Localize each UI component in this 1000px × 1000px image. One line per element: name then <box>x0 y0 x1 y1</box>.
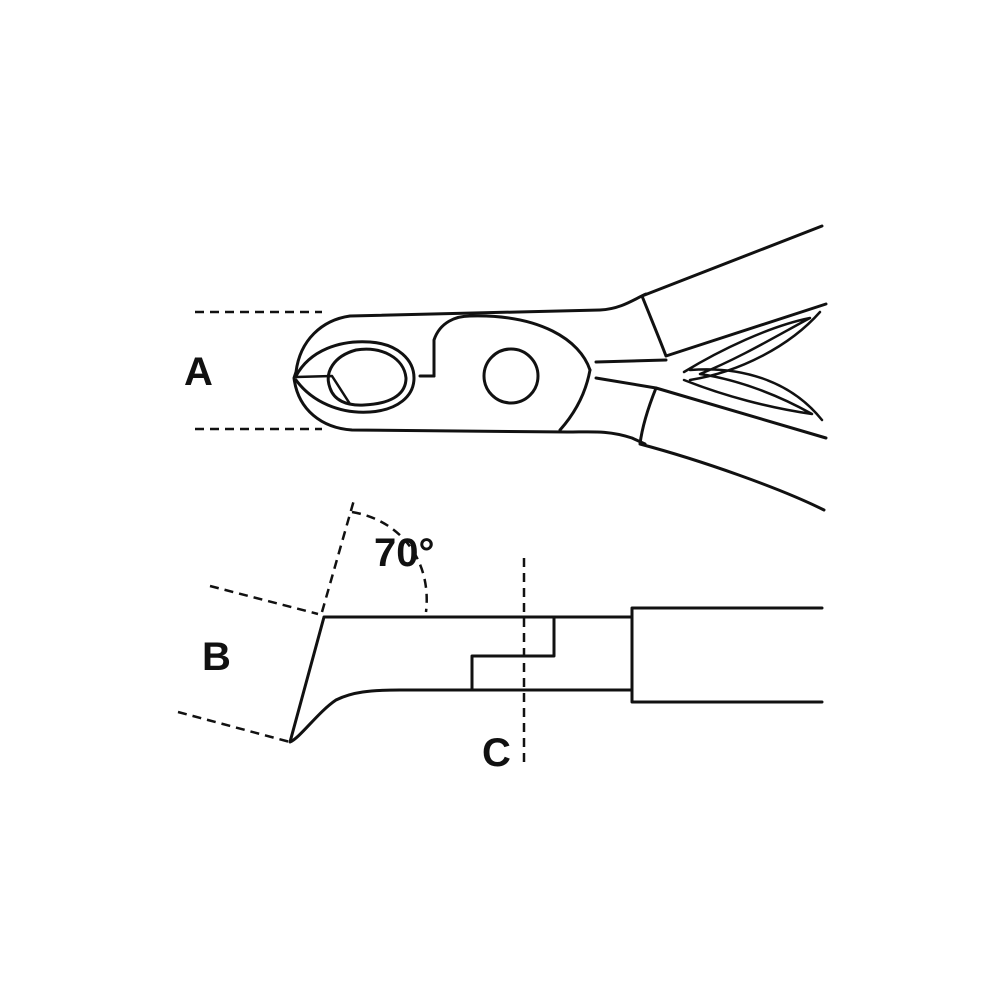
joint-step <box>470 615 556 692</box>
angle-label: 70° <box>374 531 435 575</box>
side-handle <box>630 606 824 704</box>
return-spring <box>682 310 824 422</box>
neck-upper <box>468 314 592 372</box>
upper-handle-sleeve <box>640 224 828 358</box>
lower-handle-sleeve <box>638 386 828 512</box>
cutting-edge-line <box>294 374 352 406</box>
dimension-a-label: A <box>184 350 213 394</box>
dimension-b-label: B <box>202 635 231 679</box>
dimension-b-extension-top <box>209 584 319 616</box>
jaw-opening <box>294 340 416 414</box>
neck-lower <box>558 368 592 432</box>
pivot-screw <box>482 347 540 405</box>
side-view: 70° B C <box>177 499 824 775</box>
angle-arc <box>351 510 428 613</box>
upper-jaw-notch <box>432 314 472 378</box>
dimension-c-label: C <box>482 731 511 775</box>
top-view: A <box>184 224 828 512</box>
lower-handle-metal <box>594 376 658 390</box>
jaw-profile <box>288 615 634 744</box>
angle-reference-line <box>320 499 356 613</box>
dimension-b-extension-bottom <box>177 710 291 744</box>
cutting-edge-inner <box>326 347 408 407</box>
upper-handle-metal <box>594 358 668 364</box>
